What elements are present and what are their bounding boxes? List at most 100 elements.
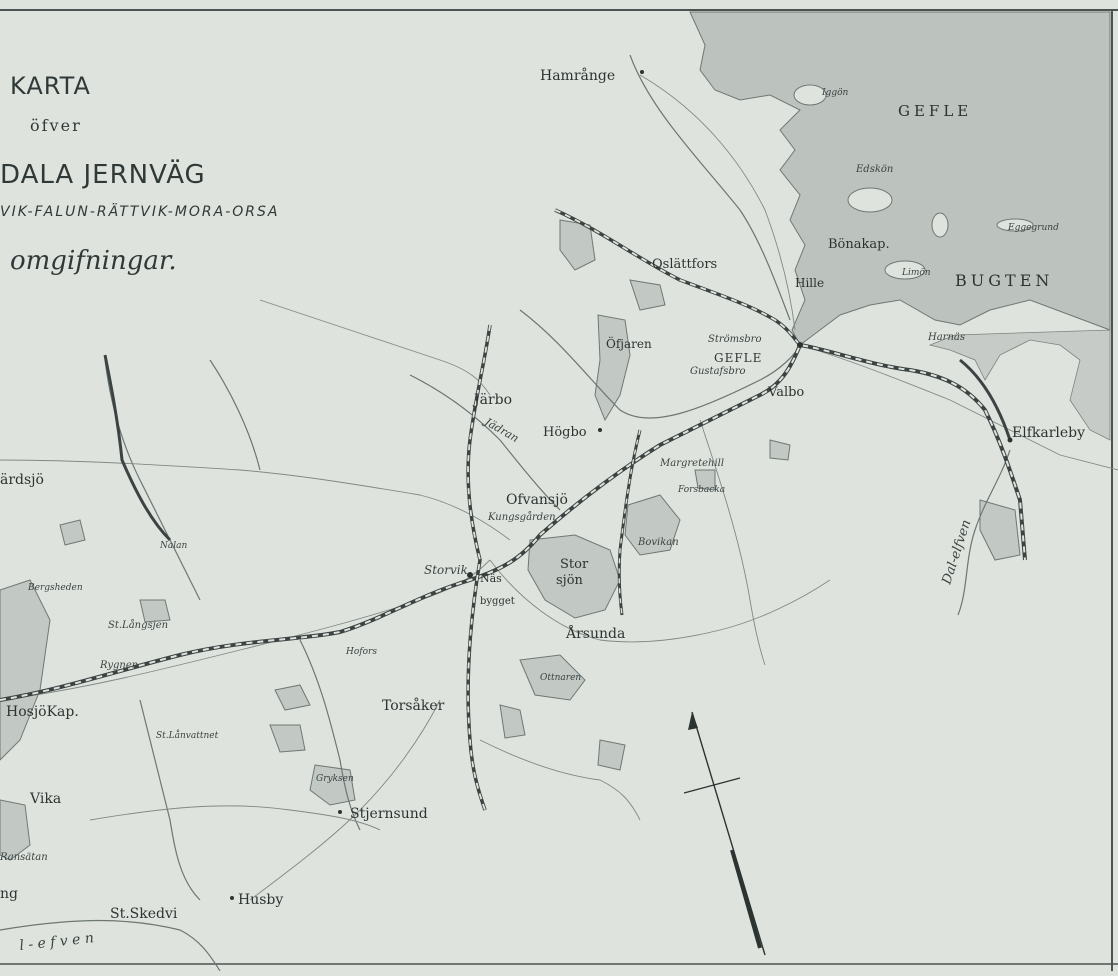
label-edskon: Edskön	[855, 164, 893, 175]
label-nalan: Nalan	[159, 541, 187, 551]
coastal-water-south	[928, 329, 1111, 441]
marker-gefle	[797, 342, 803, 348]
label-gefle-town: GEFLE	[714, 351, 762, 365]
label-gryksen: Gryksen	[316, 774, 354, 784]
label-ardsjo: ärdsjö	[0, 472, 44, 488]
lake-small-6	[979, 499, 1021, 561]
road-5	[249, 699, 441, 901]
island-2	[847, 187, 893, 213]
label-hamrange: Hamrånge	[540, 67, 615, 84]
lake-west-2	[0, 799, 31, 861]
rivers	[0, 54, 1011, 972]
title-route: VIK-FALUN-RÄTTVIK-MORA-ORSA	[0, 204, 280, 220]
island-3	[996, 218, 1034, 232]
label-limon: Limön	[901, 268, 931, 278]
river-north	[629, 54, 791, 321]
marker-husby	[230, 896, 234, 900]
road-9	[89, 805, 381, 831]
label-husby: Husby	[238, 892, 283, 908]
railways	[0, 208, 1027, 811]
lake-bovikan	[624, 494, 681, 556]
island-1	[793, 84, 827, 106]
lake-small-3	[597, 739, 626, 771]
river-west-2	[209, 359, 261, 471]
road-6	[799, 344, 1118, 471]
lake-gryksen	[309, 764, 356, 806]
label-margretehill: Margretehill	[659, 458, 724, 469]
marker-hamrange	[640, 70, 644, 74]
label-storsjon-1: Stor	[560, 557, 589, 572]
label-bonakap: Bönakap.	[828, 237, 890, 252]
road-2	[0, 459, 511, 541]
label-ng: ng	[0, 886, 18, 902]
label-gefle: GEFLE	[898, 102, 972, 120]
railway-west-branch	[103, 354, 172, 542]
label-ottnaren: Ottnaren	[540, 673, 581, 683]
label-ransatan: Ransätan	[0, 852, 48, 863]
label-storvik: Storvik	[424, 563, 468, 577]
lake-vatten-2	[274, 684, 311, 711]
title-dala-jernvag: DALA JERNVÄG	[0, 160, 206, 190]
railway-elfkarleby	[959, 358, 1012, 441]
lake-small-4	[694, 469, 716, 491]
lake-ransatan	[499, 704, 526, 739]
label-kungsgarden: Kungsgården	[487, 511, 556, 523]
label-nas: Näs	[480, 572, 502, 585]
title-ofver: öfver	[30, 116, 82, 135]
label-stromsbro: Strömsbro	[708, 334, 762, 345]
label-arsunda: Årsunda	[565, 624, 625, 642]
north-arrow-icon	[683, 711, 766, 956]
label-hogbo: Högbo	[543, 425, 587, 440]
lake-small-1	[139, 599, 171, 623]
label-torsaker: Torsåker	[382, 697, 445, 714]
title-karta: KARTA	[10, 72, 91, 100]
label-hofors: Hofors	[345, 647, 377, 657]
island-4	[884, 260, 926, 280]
label-stlanvattnet: St.Lånvattnet	[156, 729, 219, 741]
marker-elfkarleby	[1007, 437, 1013, 443]
island-5	[931, 212, 949, 238]
label-forsbacka: Forsbacka	[677, 485, 725, 495]
river-jadran	[409, 374, 561, 511]
label-valbo: Valbo	[767, 385, 804, 400]
river-gavlean	[519, 309, 801, 419]
railway-jarbo	[466, 324, 492, 811]
place-labels: Hamrånge Oslättfors Bönakap. Hille Öfjar…	[0, 67, 1085, 922]
marker-stjernsund	[338, 810, 342, 814]
label-hosjokap: HosjöKap.	[6, 704, 79, 720]
title-omgifningar: omgifningar.	[10, 246, 177, 276]
label-stjernsund: Stjernsund	[350, 806, 428, 822]
town-markers	[230, 70, 1013, 900]
river-west-1	[104, 359, 201, 601]
label-jarbo: Järbo	[472, 392, 512, 408]
river-south-1	[299, 639, 361, 831]
lakes	[0, 219, 1021, 861]
label-vika: Vika	[29, 791, 61, 807]
label-bugten: BUGTEN	[955, 271, 1053, 290]
river-dalelfven-lower	[0, 919, 221, 972]
label-ofvansjo: Ofvansjö	[506, 492, 568, 508]
label-hille: Hille	[795, 276, 824, 290]
road-1	[639, 74, 796, 331]
label-dalelfven-bottom: l - e f v e n	[19, 930, 95, 954]
lake-small-5	[769, 439, 791, 461]
road-4	[489, 559, 831, 643]
label-stlangsen: St.Långsjen	[108, 619, 168, 631]
label-elfkarleby: Elfkarleby	[1012, 425, 1085, 441]
label-bergsheden: Bergsheden	[27, 583, 83, 593]
label-eggegrund: Eggegrund	[1007, 223, 1059, 233]
label-storsjon-2: sjön	[556, 573, 584, 588]
label-harnas: Harnäs	[927, 332, 965, 343]
label-bygget: bygget	[480, 596, 515, 607]
lake-ottnaren	[519, 654, 586, 701]
label-gustafsbro: Gustafsbro	[690, 366, 746, 377]
lake-small-2	[59, 519, 86, 546]
label-oslattfors: Oslättfors	[652, 257, 717, 272]
label-rygnen: Rygnen	[99, 660, 138, 671]
river-south-2	[139, 699, 201, 901]
road-10	[259, 299, 491, 396]
road-7	[699, 419, 766, 666]
label-stskedvi: St.Skedvi	[110, 906, 178, 922]
